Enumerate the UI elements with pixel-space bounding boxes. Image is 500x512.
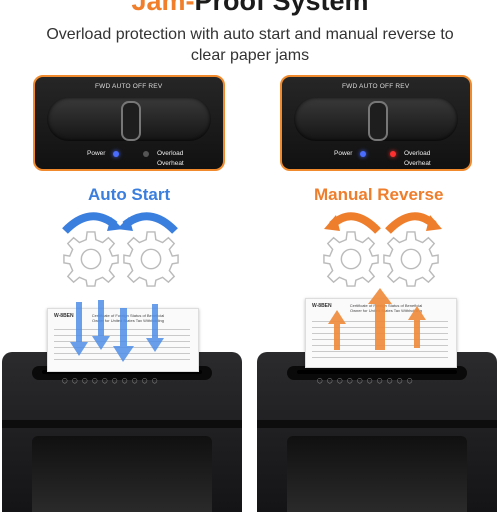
gear-icon xyxy=(63,231,119,287)
headline-accent: Jam- xyxy=(131,0,195,16)
headline-rest: Proof System xyxy=(194,0,369,16)
shredder-auto: ◯ ◯ ◯ ◯ ◯ ◯ ◯ ◯ ◯ ◯ xyxy=(2,352,242,512)
form-id: W-8BEN xyxy=(312,303,332,309)
power-label: Power xyxy=(87,150,106,157)
curved-arrow-icon xyxy=(62,212,178,234)
shredder-band xyxy=(257,420,497,428)
shredder-reverse: ◯ ◯ ◯ ◯ ◯ ◯ ◯ ◯ ◯ ◯ xyxy=(257,352,497,512)
paper-slot xyxy=(42,370,202,374)
gear-icon xyxy=(323,231,379,287)
overheat-label: Overheat xyxy=(157,160,184,167)
form-id: W-8BEN xyxy=(54,313,74,319)
overload-led-icon xyxy=(143,151,149,157)
bin-window xyxy=(287,436,467,512)
power-led-icon xyxy=(360,151,366,157)
overload-label: Overload xyxy=(157,150,184,157)
overload-label: Overload xyxy=(404,150,431,157)
curved-arrow-icon xyxy=(324,212,442,234)
switch-knob[interactable] xyxy=(368,101,388,141)
switch-labels: FWD AUTO OFF REV xyxy=(95,83,163,90)
form-title: Certificate of Foreign Status of Benefic… xyxy=(349,303,423,313)
gear-icon xyxy=(123,231,179,287)
mode-switch[interactable] xyxy=(294,97,458,141)
overheat-label: Overheat xyxy=(404,160,431,167)
power-label: Power xyxy=(334,150,353,157)
control-panel-reverse: FWD AUTO OFF REV Power Overload Overheat xyxy=(280,75,472,171)
mode-manual-reverse: Manual Reverse xyxy=(314,185,444,204)
switch-knob[interactable] xyxy=(121,101,141,141)
bin-window xyxy=(32,436,212,512)
arrow-up-icon xyxy=(328,288,426,350)
shredder-icons: ◯ ◯ ◯ ◯ ◯ ◯ ◯ ◯ ◯ ◯ xyxy=(62,378,159,384)
subtitle: Overload protection with auto start and … xyxy=(46,26,454,64)
control-panel-auto: FWD AUTO OFF REV Power Overload Overheat xyxy=(33,75,225,171)
overload-led-icon xyxy=(390,151,396,157)
mode-auto-start: Auto Start xyxy=(88,185,171,204)
switch-labels: FWD AUTO OFF REV xyxy=(342,83,410,90)
form-title: Certificate of Foreign Status of Benefic… xyxy=(91,313,165,323)
power-led-icon xyxy=(113,151,119,157)
shredder-band xyxy=(2,420,242,428)
gear-icon xyxy=(383,231,439,287)
paper-slot xyxy=(297,370,457,374)
mode-switch[interactable] xyxy=(47,97,211,141)
headline: Jam-Proof System xyxy=(0,0,500,17)
arrow-down-icon xyxy=(70,300,164,362)
shredder-icons: ◯ ◯ ◯ ◯ ◯ ◯ ◯ ◯ ◯ ◯ xyxy=(317,378,414,384)
